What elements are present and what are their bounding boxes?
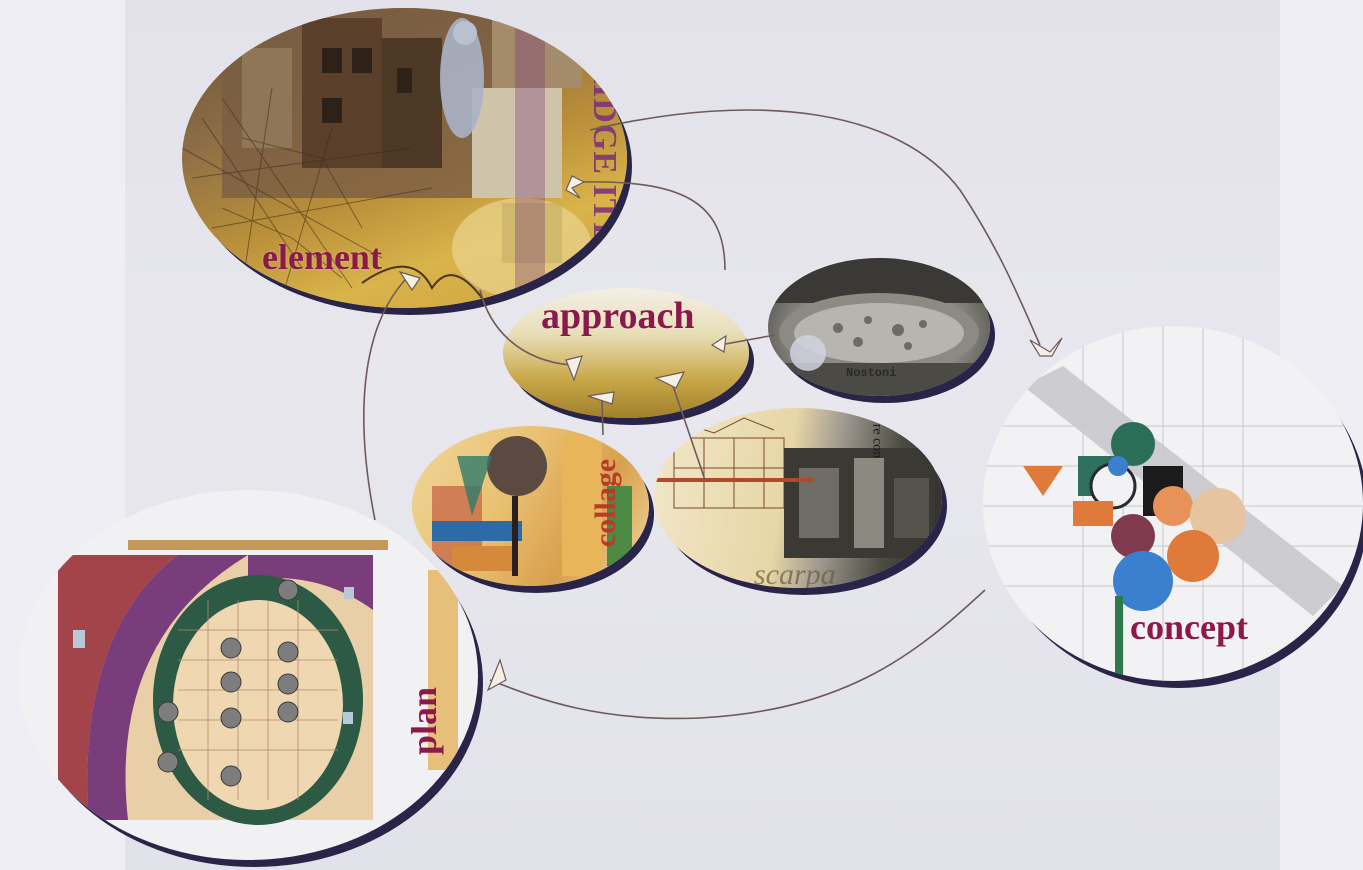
element-collage-art [182, 8, 592, 299]
approach-node: approach [503, 288, 749, 418]
connector-concept-to-plan [489, 589, 986, 720]
connector-approach-to-element [579, 181, 726, 271]
plan-drawing [58, 540, 458, 825]
arrowhead-icon [486, 658, 507, 692]
connector-element-loop [363, 279, 406, 521]
arrowhead-icon [710, 334, 727, 353]
concept-drawing [983, 326, 1363, 681]
concept-label: concept [1130, 607, 1248, 647]
arrowhead-icon [1029, 337, 1063, 357]
element-label: element [262, 237, 382, 277]
approach-label: approach [541, 295, 695, 337]
arrowhead-icon [565, 175, 586, 199]
connector-collage-to-approach [601, 399, 604, 436]
arrowhead-icon [587, 391, 615, 405]
fountain-caption: Nostoni [846, 366, 897, 380]
plan-node: plan [18, 490, 478, 860]
collage-art [432, 436, 632, 576]
arrowhead-icon [398, 270, 421, 292]
arrowhead-icon [565, 355, 583, 382]
element-node: BRIDGE ITEM element [182, 8, 627, 308]
arrowhead-icon [654, 371, 686, 389]
concept-node: concept [983, 326, 1363, 681]
scarpa-node: scarpa re con [654, 408, 942, 588]
connector-element-to-approach [479, 289, 571, 366]
scarpa-art [654, 417, 934, 558]
collage-node: collage [412, 426, 649, 586]
connector-element-to-concept [589, 109, 1041, 346]
scarpa-label: scarpa [754, 558, 836, 588]
connector-scarpa-to-approach [671, 382, 706, 481]
connector-fountain-to-approach [719, 334, 776, 346]
